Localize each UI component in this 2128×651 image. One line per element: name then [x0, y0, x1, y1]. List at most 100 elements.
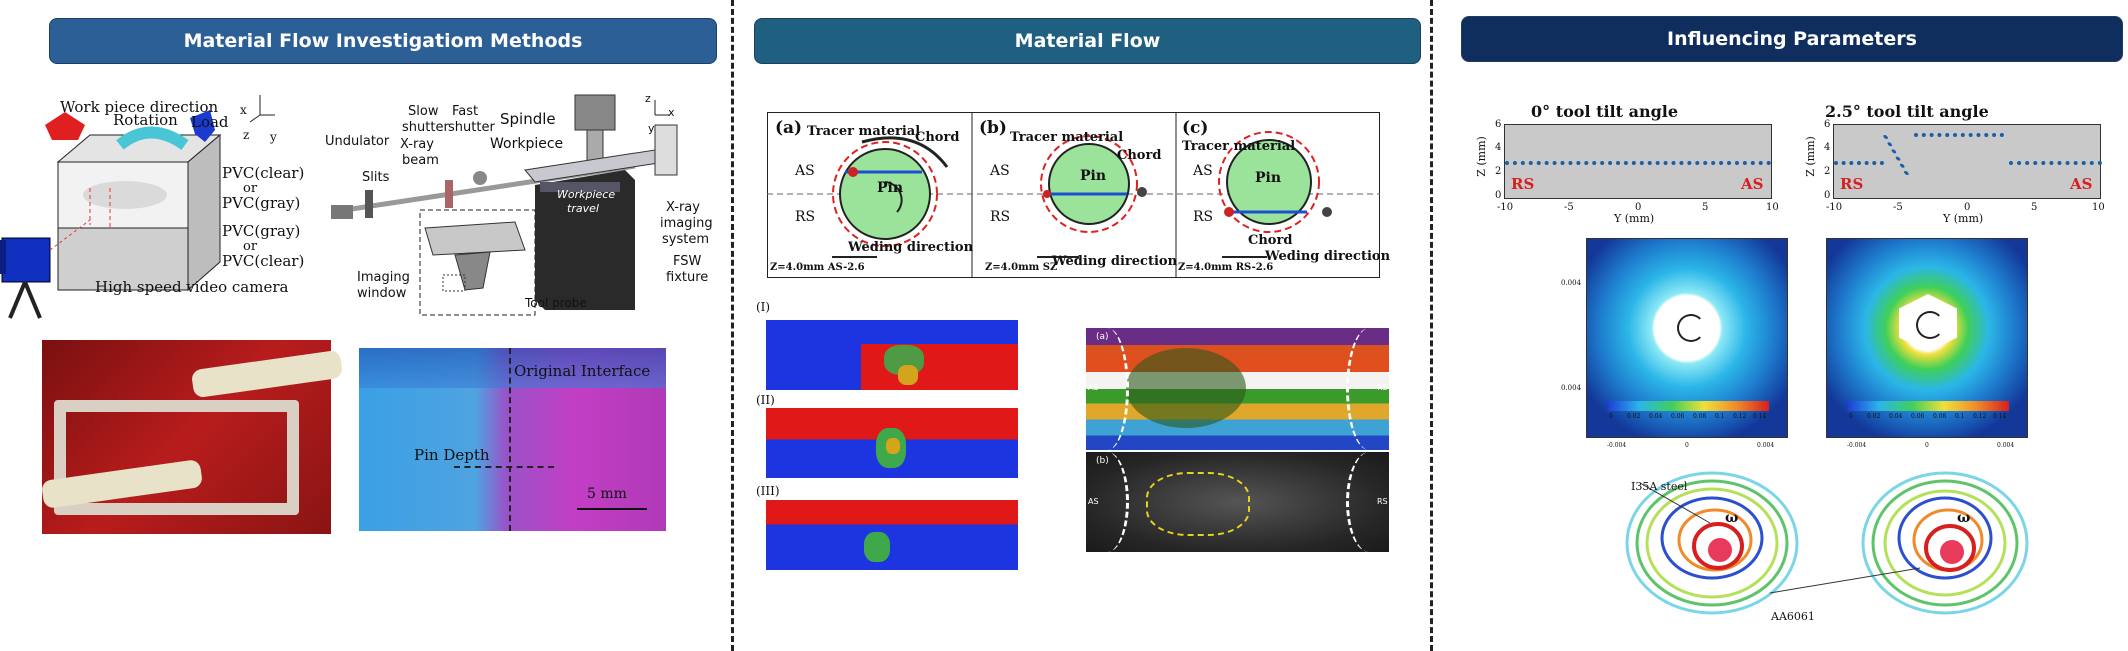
streams-steel-label: Ⅰ35A steel: [1631, 480, 1688, 493]
axis-x-label: x: [240, 103, 247, 117]
flow-right-cbar-2: 0.04: [1889, 413, 1903, 420]
flow-left-cbar-7: 0.14: [1753, 413, 1767, 420]
flow-left-cbar-5: 0.1: [1715, 413, 1725, 420]
plot-right-as: AS: [2070, 175, 2093, 193]
label-xray-beam-2: beam: [402, 153, 439, 168]
axis-y-label-2: y: [648, 122, 655, 135]
panel-a-chord: Chord: [915, 130, 960, 145]
label-pvc-bot-1: PVC(gray): [222, 222, 301, 240]
plot-left-ytick-4: 4: [1495, 142, 1502, 153]
label-imaging-system-1: X-ray: [666, 200, 700, 215]
photo-interface: Original Interface Pin Depth 5 mm: [359, 348, 666, 531]
flow-right-cbar-4: 0.08: [1933, 413, 1947, 420]
micro-image-b: (b) AS RS: [1086, 452, 1389, 552]
plot-right-xlabel: Y (mm): [1943, 212, 1984, 225]
panel-a-rs: RS: [795, 209, 816, 225]
panel-a-tracer: Tracer material: [807, 124, 921, 139]
panel-b-rs: RS: [990, 209, 1011, 225]
plot-left-xtick-1: -10: [1497, 202, 1514, 213]
label-pvc-top-2: PVC(gray): [222, 194, 301, 212]
plot-left-ytick-2: 2: [1495, 166, 1502, 177]
plot-right-rs: RS: [1840, 175, 1864, 193]
plot-right-xtick-5: 10: [2092, 202, 2105, 213]
streams-al-label: AA6061: [1771, 610, 1815, 623]
panel-b-as: AS: [990, 163, 1010, 179]
label-slits: Slits: [362, 170, 390, 185]
label-scale-5mm: 5 mm: [587, 486, 627, 502]
flow-right-xtick-3: 0.004: [1997, 442, 2015, 449]
tracer-panels-svg: [767, 112, 1380, 278]
label-work-piece-direction: Work piece direction: [60, 98, 219, 116]
photo-specimen: [40, 340, 344, 534]
panel-b-footer: Z=4.0mm SZ: [985, 262, 1058, 273]
streamline-left: [1625, 471, 1799, 615]
label-imaging-system-3: system: [662, 232, 709, 247]
micro-tag-b: (b): [1096, 456, 1109, 466]
flow-left-cbar-3: 0.06: [1671, 413, 1685, 420]
flow-right-cbar-1: 0.02: [1867, 413, 1881, 420]
plot-right-xtick-2: -5: [1893, 202, 1903, 213]
panel-b-chord: Chord: [1117, 148, 1162, 163]
flow-left-ytick-top: 0.004: [1561, 279, 1582, 287]
plot-right-xtick-1: -10: [1826, 202, 1843, 213]
panel-b-tag: (b): [979, 118, 1007, 138]
panel-c-tag: (c): [1182, 118, 1209, 138]
panel-a-pin: Pin: [877, 180, 904, 196]
axis-z-label: z: [243, 128, 250, 142]
micro-rs-a: RS: [1377, 383, 1388, 392]
flow-right-xtick-2: 0: [1925, 442, 1929, 449]
label-tool-probe: Tool probe: [525, 296, 587, 310]
micro-image-a: (a) AS RS: [1086, 328, 1389, 450]
panel-c-pin: Pin: [1255, 170, 1282, 186]
sim-strip-1: [766, 320, 1018, 390]
plot-right-xtick-3: 0: [1964, 202, 1971, 213]
flow-left-ytick-bot: 0.004: [1561, 384, 1582, 392]
panel-b-tracer: Tracer material: [1010, 130, 1124, 145]
flow-right-cbar-6: 0.12: [1973, 413, 1987, 420]
micro-as-b: AS: [1088, 497, 1099, 506]
plot-left-ylabel: Z (mm): [1474, 136, 1488, 177]
plot-left-xtick-4: 5: [1702, 202, 1709, 213]
plot-left-xtick-2: -5: [1564, 202, 1574, 213]
micro-tag-a: (a): [1096, 332, 1109, 342]
panel-a-graphic: [832, 136, 949, 258]
sim-label-3: (III): [756, 484, 780, 498]
label-original-interface: Original Interface: [514, 362, 651, 380]
divider-left: [731, 0, 734, 651]
tank-experiment-diagram: [0, 95, 275, 319]
label-imaging-window-2: window: [357, 286, 407, 301]
label-slow-shutter-2: shutter: [402, 120, 449, 135]
panel-a-tag: (a): [775, 118, 803, 138]
label-workpiece-travel-2: travel: [567, 202, 599, 215]
label-spindle: Spindle: [500, 110, 556, 128]
panel-b-direction: Weding direction: [1052, 254, 1178, 269]
sim-label-2: (II): [756, 393, 775, 407]
flow-right-cbar-3: 0.06: [1911, 413, 1925, 420]
panel-c-direction: Weding direction: [1265, 249, 1391, 264]
flow-left-xtick-3: 0.004: [1757, 442, 1775, 449]
flow-left-cbar-0: 0: [1609, 413, 1613, 420]
panel-b-graphic: [1037, 135, 1147, 258]
flow-right-xtick-1: -0.004: [1847, 442, 1867, 449]
xray-setup-diagram: [331, 94, 678, 316]
label-load: Load: [191, 113, 229, 131]
flow-left-cbar-6: 0.12: [1733, 413, 1747, 420]
flow-left-cbar-1: 0.02: [1627, 413, 1641, 420]
streams-omega-left: ω: [1725, 510, 1739, 526]
divider-right: [1430, 0, 1433, 651]
sim-label-1: (I): [756, 300, 771, 314]
micro-rs-b: RS: [1377, 497, 1388, 506]
label-workpiece-travel-1: Workpiece: [557, 188, 616, 201]
flow-right-cbar-7: 0.14: [1993, 413, 2007, 420]
flow-field-left: 0.004 0.004 0 0.02 0.04 0.06 0.08 0.1 0.…: [1561, 238, 1788, 449]
label-fsw-1: FSW: [673, 254, 702, 269]
streamline-right: [1861, 471, 2029, 615]
flow-right-cbar-5: 0.1: [1955, 413, 1965, 420]
micro-as-a: AS: [1088, 383, 1099, 392]
panel-c-as: AS: [1193, 163, 1213, 179]
plot-left-title: 0° tool tilt angle: [1531, 102, 1679, 121]
panel-a-as: AS: [795, 163, 815, 179]
axis-y-label: y: [270, 130, 277, 144]
plot-right-xtick-4: 5: [2031, 202, 2038, 213]
panel-b-pin: Pin: [1080, 168, 1107, 184]
